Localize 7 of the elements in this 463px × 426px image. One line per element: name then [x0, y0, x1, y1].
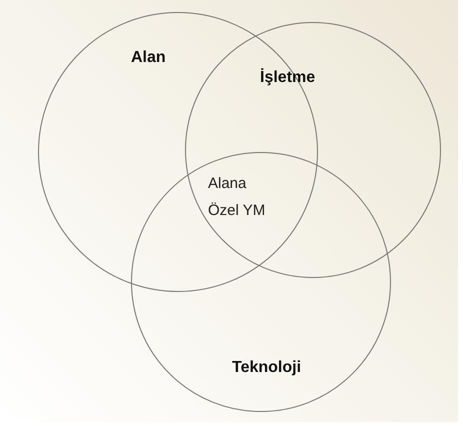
set-circle — [131, 152, 391, 412]
intersection-label: Alana Özel YM — [208, 174, 266, 221]
set-label: İşletme — [260, 69, 316, 87]
set-circle — [38, 12, 318, 292]
set-label: Teknoloji — [232, 359, 302, 377]
set-label: Alan — [131, 49, 166, 67]
set-circle — [185, 22, 441, 278]
